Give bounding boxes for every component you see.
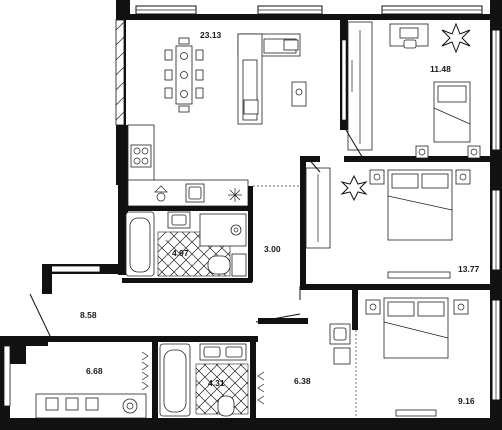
toilet-icon: [207, 253, 247, 277]
room-area-living: 23.13: [200, 30, 222, 40]
wardrobe-icon: [347, 21, 373, 151]
sink-icon: [199, 343, 247, 361]
laundry-fixtures: [329, 323, 351, 365]
sofa-icon: [237, 33, 301, 125]
tv-stand-icon: [387, 271, 451, 279]
desk-icon: [389, 23, 429, 49]
toilet-icon: [217, 395, 235, 417]
room-area-corridor: 3.00: [264, 244, 281, 254]
coffee-table-icon: [291, 81, 307, 107]
sink-icon: [167, 211, 191, 229]
hanger-icon: [141, 351, 265, 405]
bed-icon: [365, 297, 469, 417]
room-area-hall: 8.58: [80, 310, 97, 320]
doors: [29, 129, 365, 341]
sink-icon: [185, 183, 205, 203]
fan-icon: [228, 188, 242, 202]
shoe-rack-icon: [35, 393, 147, 419]
room-area-bathroom-1: 4.97: [172, 248, 189, 258]
washing-machine-icon: [199, 213, 247, 247]
bathtub-icon: [125, 211, 155, 277]
room-area-bathroom-2: 4.31: [208, 378, 225, 388]
bed-icon: [415, 81, 481, 159]
room-area-bedroom-3: 9.16: [458, 396, 475, 406]
plant-icon: [340, 174, 368, 202]
dining-table-icon: [164, 37, 204, 113]
bathtub-icon: [159, 343, 191, 417]
kitchen-plant-icon: [154, 185, 168, 202]
room-area-bedroom-2: 13.77: [458, 264, 480, 274]
room-area-laundry: 6.38: [294, 376, 311, 386]
plant-icon: [441, 22, 471, 54]
room-area-bedroom-1: 11.48: [430, 64, 451, 74]
bed-icon: [369, 169, 471, 241]
wardrobe-icon: [305, 167, 331, 249]
stove-icon: [130, 144, 152, 168]
room-area-storage: 6.68: [86, 366, 103, 376]
